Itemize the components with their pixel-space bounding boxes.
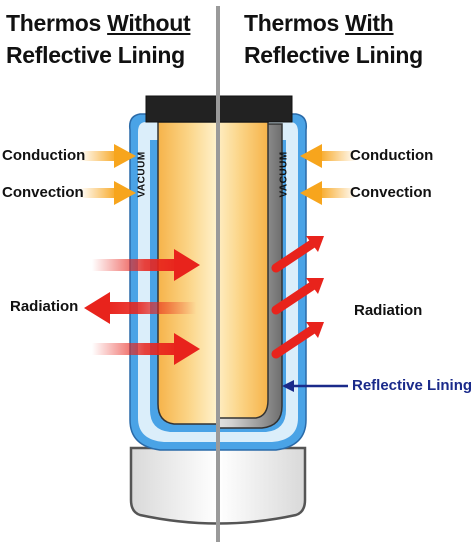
reflected-radiation-1 — [271, 236, 346, 273]
label-convection-left: Convection — [2, 184, 84, 201]
right-title-emphasis: With — [345, 10, 394, 36]
vacuum-label-right: VACUUM — [278, 151, 290, 198]
hot-liquid-right — [218, 121, 269, 419]
reflected-radiation-3 — [271, 322, 346, 359]
label-reflective-lining: Reflective Lining — [352, 377, 473, 394]
left-title-line-2: Reflective Lining — [6, 42, 185, 68]
conduction-arrow-left — [80, 144, 136, 168]
right-title-line-2: Reflective Lining — [244, 42, 423, 68]
label-radiation-left: Radiation — [10, 298, 79, 315]
left-title: Thermos Without — [6, 10, 191, 36]
left-title-word-1: Thermos — [6, 10, 102, 36]
radiation-arrow-out — [84, 292, 196, 324]
convection-arrow-right — [300, 181, 356, 205]
label-conduction-left: Conduction — [2, 147, 86, 164]
reflective-lining-pointer — [282, 380, 348, 392]
reflected-radiation-2 — [271, 278, 346, 315]
left-title-emphasis: Without — [107, 10, 191, 36]
convection-arrow-left — [80, 181, 136, 205]
label-conduction-right: Conduction — [350, 147, 434, 164]
conduction-arrow-right — [300, 144, 356, 168]
label-convection-right: Convection — [350, 184, 432, 201]
right-title: Thermos With — [244, 10, 394, 36]
radiation-arrow-in-bottom — [92, 333, 200, 365]
right-title-word-1: Thermos — [244, 10, 340, 36]
vacuum-label-left: VACUUM — [136, 151, 148, 198]
label-radiation-right: Radiation — [354, 302, 423, 319]
radiation-arrow-in-top — [92, 249, 200, 281]
